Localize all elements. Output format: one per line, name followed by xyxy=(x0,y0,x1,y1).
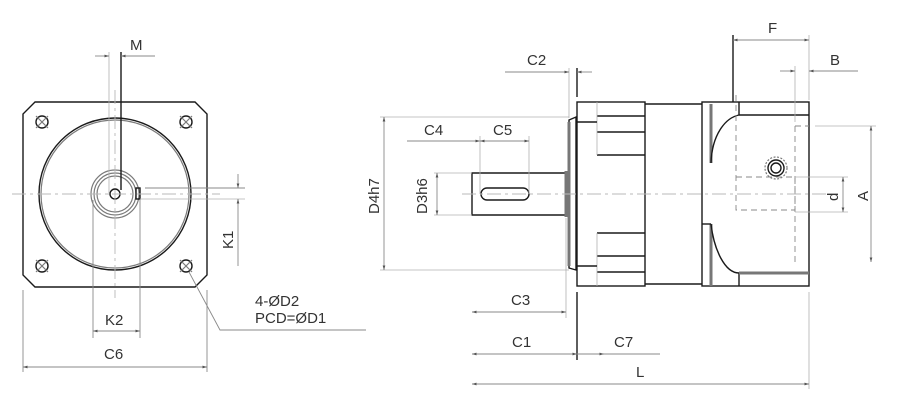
flange-outline xyxy=(22,101,208,288)
dimension-label-a: A xyxy=(855,190,872,201)
dimension-label-c2: C2 xyxy=(527,52,547,69)
dimension-label-d4h7: D4h7 xyxy=(366,178,383,214)
dimension-label-k2: K2 xyxy=(105,312,124,329)
set-screw-icon xyxy=(764,156,788,180)
front-view xyxy=(12,52,366,372)
dimension-label-b: B xyxy=(830,52,841,69)
dimension-label-l: L xyxy=(636,364,645,381)
mounting-hole-spec: 4-ØD2 xyxy=(255,293,300,310)
dimension-label-c5: C5 xyxy=(493,122,513,139)
dimension-label-f: F xyxy=(768,20,778,37)
bolt-hole-icon xyxy=(35,115,193,273)
pitch-circle-spec: PCD=ØD1 xyxy=(255,310,327,327)
side-view xyxy=(380,35,876,389)
dimension-label-c4: C4 xyxy=(424,122,444,139)
dimension-label-c1: C1 xyxy=(512,334,532,351)
dimension-label-m: M xyxy=(130,37,143,54)
dimension-label-d3h6: D3h6 xyxy=(414,178,431,214)
dimension-label-c3: C3 xyxy=(511,292,531,309)
dimension-label-c6: C6 xyxy=(104,346,124,363)
dimension-label-c7: C7 xyxy=(614,334,634,351)
dimension-label-k1: K1 xyxy=(220,230,237,249)
mounting-hole-note: 4-ØD2 PCD=ØD1 xyxy=(255,293,326,327)
dimension-label-d: d xyxy=(825,192,842,201)
